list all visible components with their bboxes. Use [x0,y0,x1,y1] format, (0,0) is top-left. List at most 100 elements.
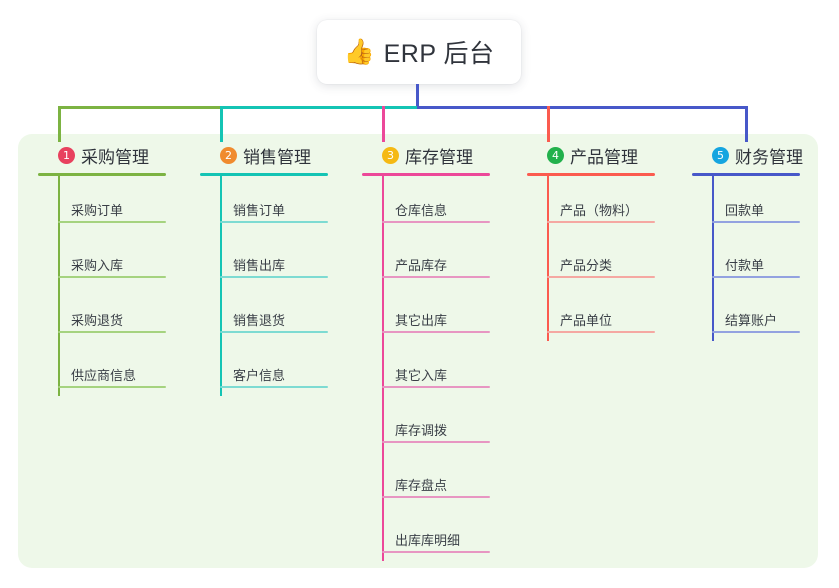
leaf-label: 产品库存 [395,258,448,273]
branch-column-库存管理: 3 库存管理仓库信息产品库存其它出库其它入库库存调拨库存盘点出库库明细 [362,143,512,561]
leaf-list: 采购订单采购入库采购退货供应商信息 [38,176,188,396]
branch-title: 库存管理 [405,148,473,167]
leaf-node[interactable]: 销售出库 [200,231,350,286]
branch-header-4[interactable]: 4 产品管理 [527,143,677,168]
leaf-label: 销售订单 [233,203,286,218]
leaf-node[interactable]: 产品单位 [527,286,677,341]
leaf-node[interactable]: 采购退货 [38,286,188,341]
leaf-underline [382,221,490,223]
leaf-underline [220,221,328,223]
leaf-node[interactable]: 销售退货 [200,286,350,341]
leaf-node[interactable]: 回款单 [692,176,822,231]
diagram-panel [18,134,818,568]
leaf-underline [712,221,800,223]
leaf-underline [547,331,655,333]
leaf-spine [712,176,714,341]
leaf-underline [712,276,800,278]
leaf-list: 回款单付款单结算账户 [692,176,822,341]
branch-header-5[interactable]: 5 财务管理 [692,143,822,168]
leaf-label: 采购入库 [71,258,124,273]
leaf-node[interactable]: 客户信息 [200,341,350,396]
leaf-label: 库存盘点 [395,478,448,493]
branch-underline [200,173,328,176]
leaf-underline [220,386,328,388]
leaf-list: 仓库信息产品库存其它出库其它入库库存调拨库存盘点出库库明细 [362,176,512,561]
branch-title: 产品管理 [570,148,638,167]
leaf-label: 付款单 [725,258,765,273]
branch-number-badge: 1 [58,147,75,164]
leaf-node[interactable]: 库存盘点 [362,451,512,506]
leaf-list: 销售订单销售出库销售退货客户信息 [200,176,350,396]
leaf-label: 采购订单 [71,203,124,218]
branch-number-badge: 5 [712,147,729,164]
branch-underline [362,173,490,176]
branch-stub-4 [547,106,550,142]
leaf-underline [712,331,800,333]
trunk-segment-1 [58,106,222,109]
leaf-node[interactable]: 供应商信息 [38,341,188,396]
branch-underline [38,173,166,176]
branch-column-销售管理: 2 销售管理销售订单销售出库销售退货客户信息 [200,143,350,396]
leaf-spine [382,176,384,561]
leaf-label: 供应商信息 [71,368,137,383]
trunk-segment-2 [220,106,419,109]
leaf-underline [547,221,655,223]
leaf-node[interactable]: 产品库存 [362,231,512,286]
leaf-label: 回款单 [725,203,765,218]
leaf-label: 采购退货 [71,313,124,328]
leaf-label: 产品分类 [560,258,613,273]
leaf-node[interactable]: 库存调拨 [362,396,512,451]
branch-title: 销售管理 [243,148,311,167]
leaf-node[interactable]: 销售订单 [200,176,350,231]
leaf-underline [547,276,655,278]
branch-title: 财务管理 [735,148,803,167]
leaf-node[interactable]: 出库库明细 [362,506,512,561]
leaf-underline [382,441,490,443]
leaf-node[interactable]: 结算账户 [692,286,822,341]
leaf-node[interactable]: 其它出库 [362,286,512,341]
leaf-label: 结算账户 [725,313,778,328]
branch-column-财务管理: 5 财务管理回款单付款单结算账户 [692,143,822,341]
leaf-spine [58,176,60,396]
branch-number-badge: 4 [547,147,564,164]
leaf-underline [382,386,490,388]
leaf-underline [382,551,490,553]
leaf-node[interactable]: 采购订单 [38,176,188,231]
root-node[interactable]: 👍 ERP 后台 [317,20,521,84]
branch-underline [527,173,655,176]
leaf-underline [220,331,328,333]
branch-number-badge: 3 [382,147,399,164]
leaf-label: 其它出库 [395,313,448,328]
branch-number-badge: 2 [220,147,237,164]
leaf-label: 产品（物料） [560,203,639,218]
leaf-label: 其它入库 [395,368,448,383]
branch-stub-2 [220,106,223,142]
leaf-label: 仓库信息 [395,203,448,218]
root-stem [416,84,419,108]
leaf-node[interactable]: 付款单 [692,231,822,286]
leaf-node[interactable]: 其它入库 [362,341,512,396]
leaf-spine [547,176,549,341]
leaf-underline [58,221,166,223]
trunk-segment-3 [417,106,748,109]
leaf-node[interactable]: 采购入库 [38,231,188,286]
branch-header-2[interactable]: 2 销售管理 [200,143,350,168]
root-node-title: ERP 后台 [383,40,495,68]
leaf-underline [382,331,490,333]
leaf-node[interactable]: 产品分类 [527,231,677,286]
branch-underline [692,173,800,176]
leaf-node[interactable]: 产品（物料） [527,176,677,231]
leaf-list: 产品（物料） 产品分类产品单位 [527,176,677,341]
leaf-node[interactable]: 仓库信息 [362,176,512,231]
thumbs-up-icon: 👍 [343,37,375,66]
branch-header-3[interactable]: 3 库存管理 [362,143,512,168]
branch-stub-5 [745,106,748,142]
branch-column-产品管理: 4 产品管理产品（物料） 产品分类产品单位 [527,143,677,341]
leaf-label: 产品单位 [560,313,613,328]
leaf-underline [58,276,166,278]
leaf-underline [382,496,490,498]
leaf-label: 出库库明细 [395,533,461,548]
